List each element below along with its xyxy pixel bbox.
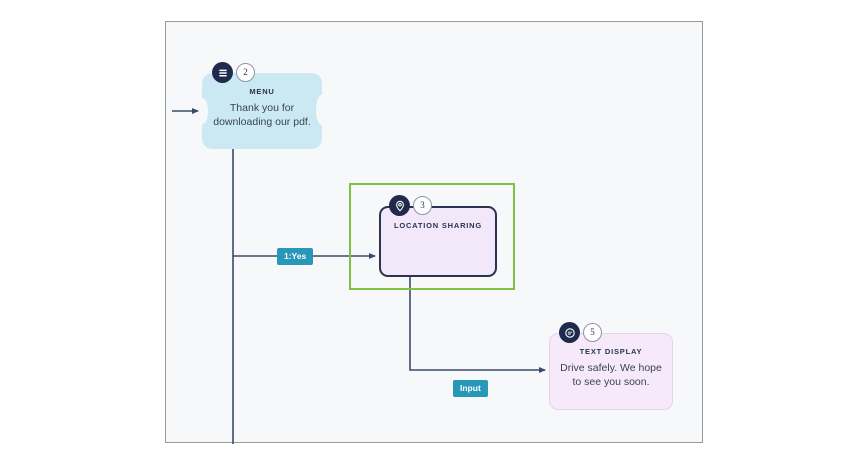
edge-label-input[interactable]: Input xyxy=(453,380,488,397)
node-text-display[interactable]: 5 TEXT DISPLAY Drive safely. We hope to … xyxy=(549,322,673,410)
node-menu[interactable]: 2 MENU Thank you for downloading our pdf… xyxy=(197,62,327,149)
node-text-display-shape xyxy=(549,333,673,410)
node-location-sharing-number: 3 xyxy=(413,196,432,215)
node-location-sharing-title: LOCATION SHARING xyxy=(393,221,483,230)
node-menu-body: Thank you for downloading our pdf. xyxy=(213,102,311,129)
node-location-sharing-shape xyxy=(379,206,497,277)
node-text-display-title: TEXT DISPLAY xyxy=(579,347,643,356)
node-menu-shape xyxy=(197,73,327,149)
node-text-display-content: TEXT DISPLAY Drive safely. We hope to se… xyxy=(549,347,673,389)
hamburger-menu-icon xyxy=(212,62,233,83)
node-text-display-badges: 5 xyxy=(559,322,602,343)
node-text-display-body: Drive safely. We hope to see you soon. xyxy=(560,362,662,389)
node-location-sharing-badges: 3 xyxy=(389,195,432,216)
selection-outline-location-sharing[interactable] xyxy=(349,183,515,290)
node-menu-badges: 2 xyxy=(212,62,255,83)
node-menu-content: MENU Thank you for downloading our pdf. xyxy=(202,87,322,129)
flow-canvas[interactable]: 2 MENU Thank you for downloading our pdf… xyxy=(165,21,703,444)
node-location-sharing[interactable]: 3 LOCATION SHARING xyxy=(379,195,497,277)
node-menu-number: 2 xyxy=(236,63,255,82)
location-pin-icon xyxy=(389,195,410,216)
node-text-display-number: 5 xyxy=(583,323,602,342)
edge-location-to-text xyxy=(409,277,546,373)
node-menu-title: MENU xyxy=(249,87,275,96)
speech-bubble-icon xyxy=(559,322,580,343)
edge-label-yes[interactable]: 1:Yes xyxy=(277,248,314,265)
node-location-sharing-content: LOCATION SHARING xyxy=(379,221,497,230)
